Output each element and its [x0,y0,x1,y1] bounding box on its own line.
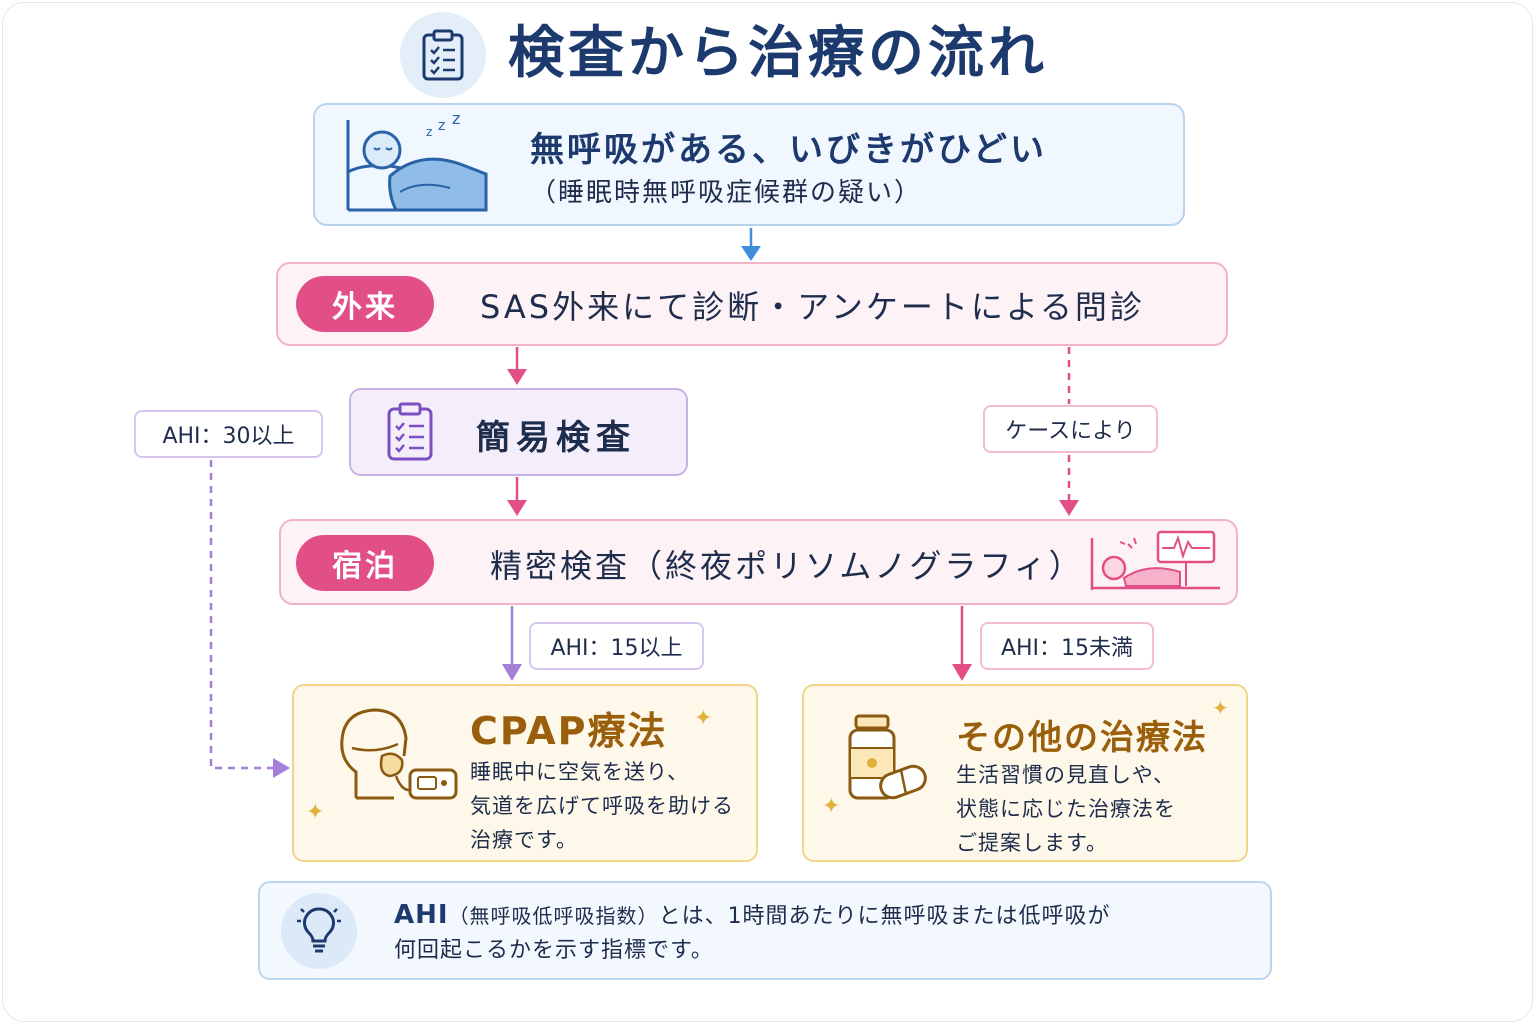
medicine-bottle-icon [846,712,930,806]
title-clipboard-icon [400,12,486,98]
ahi-note-box [258,881,1272,980]
other-description-line: 状態に応じた治療法を [956,797,1176,821]
lightbulb-icon [281,893,357,969]
other-description-line: 生活習慣の見直しや、 [956,763,1176,787]
svg-text:z: z [438,118,445,134]
cpap-description-line: 気道を広げて呼吸を助ける [470,794,734,818]
tag-ahi-30: AHI：30以上 [134,410,323,458]
tag-ahi-under-15: AHI：15未満 [980,622,1154,670]
outpatient-text: SAS外来にて診断・アンケートによる問診 [480,288,1145,326]
tag-ahi-15-or-more: AHI：15以上 [529,622,704,670]
cpap-mask-icon [332,704,462,808]
simple-test-text: 簡易検査 [476,418,636,458]
ahi-term-expansion: （無呼吸低呼吸指数） [448,904,659,928]
cpap-box [292,684,758,862]
sparkle-icon: ✦ [306,800,325,825]
ahi-definition-text: とは、1時間あたりに無呼吸または低呼吸が [658,904,1111,929]
cpap-title: CPAP療法 [470,709,668,753]
outpatient-badge: 外来 [296,276,434,332]
sleep-monitor-icon [1088,528,1222,598]
simple-test-clipboard-icon [386,402,434,466]
other-treatment-description: 生活習慣の見直しや、 状態に応じた治療法を ご提案します。 [956,758,1236,860]
sparkle-icon: ✦ [822,794,841,819]
ahi-term: AHI [394,900,449,930]
cpap-description-line: 睡眠中に空気を送り、 [470,760,690,784]
ahi-note-line-2: 何回起こるかを示す指標です。 [394,938,714,963]
sleeping-person-icon: z z z [340,109,490,218]
sparkle-icon: ✦ [694,706,713,731]
overnight-text: 精密検査（終夜ポリソムノグラフィ） [490,547,1084,585]
svg-text:z: z [452,114,460,128]
symptom-sub-text: （睡眠時無呼吸症候群の疑い） [530,178,923,208]
outpatient-box [276,262,1228,346]
other-treatment-title: その他の治療法 [956,718,1208,758]
cpap-description: 睡眠中に空気を送り、 気道を広げて呼吸を助ける 治療です。 [470,755,760,857]
cpap-description-line: 治療です。 [470,828,578,852]
tag-case-by-case: ケースにより [983,405,1158,453]
sparkle-icon: ✦ [1212,696,1229,720]
page-title: 検査から治療の流れ [508,21,1048,86]
symptom-main-text: 無呼吸がある、いびきがひどい [530,130,1047,170]
ahi-note-line-1: AHI（無呼吸低呼吸指数）とは、1時間あたりに無呼吸または低呼吸が [394,897,1111,935]
overnight-badge: 宿泊 [296,535,434,591]
other-description-line: ご提案します。 [956,831,1108,855]
svg-text:z: z [426,125,432,139]
overnight-box [279,519,1238,605]
